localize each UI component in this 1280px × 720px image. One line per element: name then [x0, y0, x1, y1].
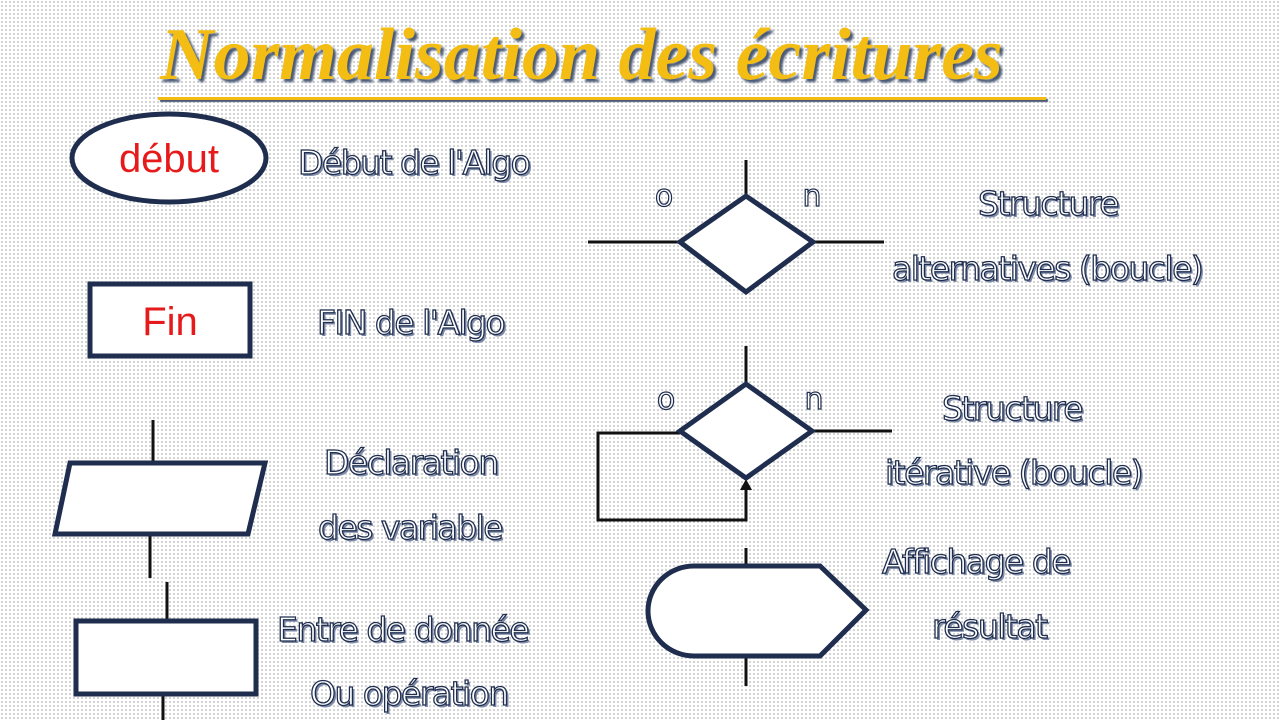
iterative-loop-arrowhead: [740, 479, 752, 490]
declaration-label-line1: Déclaration: [323, 442, 500, 482]
iterative-diamond: [675, 380, 817, 482]
iterative-loop-line: [596, 431, 748, 522]
debut-symbol-text: début: [119, 137, 219, 181]
iterative-label-line2: itérative (boucle): [884, 452, 1144, 492]
fin-rectangle: [87, 281, 253, 359]
title-underline: [158, 97, 1046, 100]
alternative-label-line2: alternatives (boucle): [891, 248, 1204, 288]
affichage-label-line2: résultat: [931, 606, 1048, 646]
debut-label: Début de l'Algo: [297, 142, 531, 182]
affichage-label-line1: Affichage de: [881, 541, 1072, 581]
debut-ellipse: [69, 111, 269, 205]
iterative-label-line1: Structure: [941, 388, 1084, 428]
alternative-yes-label: o: [655, 179, 673, 214]
fin-label: FIN de l'Algo: [316, 302, 506, 342]
declaration-parallelogram: [51, 460, 269, 537]
affichage-display-shape: [645, 563, 870, 659]
slide-title: Normalisation des écritures: [160, 14, 1003, 96]
entree-label-line2: Ou opération: [309, 673, 510, 713]
alternative-no-label: n: [802, 179, 821, 214]
alternative-diamond: [675, 192, 818, 296]
iterative-yes-label: o: [657, 382, 675, 417]
entree-label-line1: Entre de donnée: [276, 609, 530, 649]
declaration-label-line2: des variable: [317, 507, 504, 547]
fin-symbol-text: Fin: [142, 300, 198, 344]
entree-rectangle: [73, 618, 259, 697]
iterative-no-label: n: [804, 382, 823, 417]
alternative-label-line1: Structure: [977, 183, 1120, 223]
